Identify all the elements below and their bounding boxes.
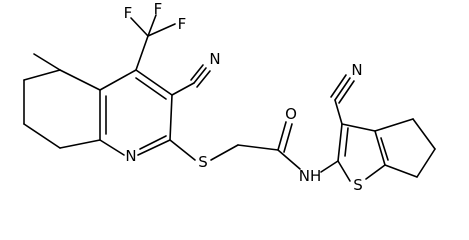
bond bbox=[330, 74, 347, 98]
bond bbox=[320, 160, 339, 173]
atom-n-nitrile-left: N bbox=[209, 50, 220, 68]
bond bbox=[23, 123, 61, 149]
bond bbox=[338, 80, 355, 104]
bond bbox=[416, 148, 436, 178]
atom-f2: F bbox=[154, 0, 163, 18]
structure-diagram: F F F N N S O NH N S bbox=[23, 0, 436, 194]
bond bbox=[99, 139, 125, 156]
bond bbox=[147, 23, 176, 37]
atom-n-nitrile-right: N bbox=[351, 61, 362, 79]
bond bbox=[23, 69, 61, 81]
bond bbox=[334, 77, 351, 101]
atom-s-thioether: S bbox=[198, 153, 208, 171]
bond bbox=[344, 127, 349, 157]
bond bbox=[384, 164, 418, 178]
atom-f3: F bbox=[178, 15, 187, 33]
bond bbox=[334, 99, 343, 125]
bond bbox=[59, 69, 101, 91]
atom-s-thiophene: S bbox=[353, 176, 363, 194]
bond bbox=[210, 144, 239, 161]
bond bbox=[137, 139, 171, 156]
bond bbox=[237, 144, 279, 151]
atom-o-carbonyl: O bbox=[285, 105, 297, 123]
bond bbox=[196, 70, 211, 88]
bond bbox=[130, 17, 149, 37]
bond bbox=[365, 164, 386, 180]
bond bbox=[277, 121, 287, 151]
bond bbox=[139, 135, 167, 150]
bond bbox=[59, 139, 101, 149]
molecule-canvas: F F F N N S O NH N S bbox=[23, 0, 436, 194]
bond bbox=[99, 69, 137, 91]
bond bbox=[171, 82, 195, 96]
bond bbox=[341, 123, 376, 132]
bond bbox=[374, 118, 414, 132]
bond bbox=[135, 77, 167, 100]
bond bbox=[374, 130, 386, 166]
bond bbox=[135, 69, 173, 96]
atom-f1: F bbox=[124, 4, 133, 22]
bond bbox=[412, 118, 436, 150]
bond-methyl bbox=[33, 53, 61, 71]
bond bbox=[147, 14, 157, 37]
atom-n-quinoline: N bbox=[125, 147, 136, 165]
bond bbox=[193, 67, 207, 84]
bond bbox=[190, 64, 204, 81]
bond bbox=[380, 137, 389, 161]
bond bbox=[337, 160, 351, 182]
bond bbox=[169, 94, 173, 141]
bond bbox=[277, 149, 301, 170]
bond bbox=[169, 139, 196, 161]
bond bbox=[135, 35, 149, 71]
bond bbox=[337, 123, 343, 162]
atom-nh-amide: NH bbox=[299, 167, 322, 185]
bond bbox=[283, 123, 293, 153]
